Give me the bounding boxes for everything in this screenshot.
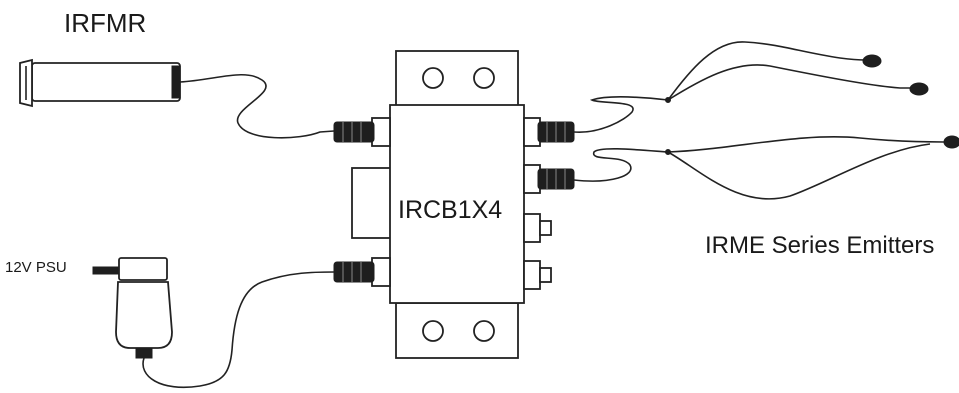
- emitters-label: IRME Series Emitters: [705, 232, 935, 259]
- output-port-1: [523, 117, 575, 147]
- emitter-head-3: [943, 135, 959, 149]
- receiver-label: IRFMR: [64, 8, 147, 38]
- ir-receiver-device: [19, 58, 181, 108]
- power-cable: [142, 271, 335, 388]
- output-port-3: [523, 213, 552, 243]
- cable-split-node: [665, 97, 671, 103]
- connecting-block: [351, 50, 525, 359]
- hub-label: IRCB1X4: [398, 196, 503, 224]
- emitter-cable-2-branch-a: [667, 135, 945, 153]
- input-connector-receiver: [333, 117, 391, 147]
- psu-label: 12V PSU: [5, 259, 67, 276]
- emitter-head-1: [862, 54, 882, 68]
- emitter-cable-1-branch-a: [667, 41, 867, 101]
- output-port-2: [523, 164, 575, 194]
- input-connector-power: [333, 257, 391, 287]
- emitter-cable-2-branch-b: [667, 143, 931, 200]
- cable-split-node: [665, 149, 671, 155]
- emitter-head-2: [909, 82, 929, 96]
- emitter-cable-1-branch-b: [667, 64, 913, 101]
- receiver-cable: [179, 73, 335, 139]
- emitter-cable-1: [573, 96, 669, 133]
- power-supply-unit: [92, 257, 173, 359]
- output-port-4: [523, 260, 552, 290]
- emitter-cable-2: [573, 148, 669, 182]
